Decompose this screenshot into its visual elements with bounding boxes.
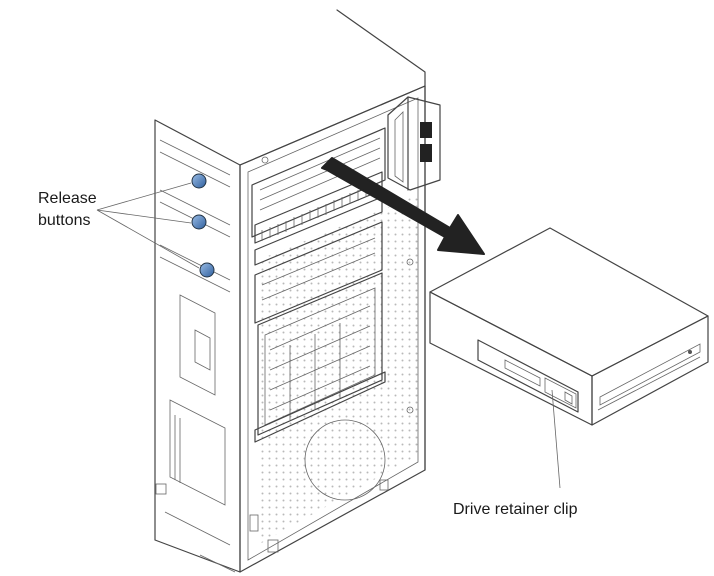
release-buttons-label-line1: Release: [38, 190, 97, 207]
optical-drive: [429, 227, 709, 426]
release-buttons-label-line2: buttons: [38, 212, 90, 229]
release-button-2: [191, 214, 207, 230]
drive-retainer-clip-label: Drive retainer clip: [453, 501, 578, 518]
callout-lines: [96, 182, 561, 489]
release-button-1: [191, 173, 207, 189]
release-button-3: [199, 262, 215, 278]
front-panel-module: [387, 96, 441, 191]
server-chassis: [154, 9, 426, 573]
release-buttons: [191, 173, 215, 278]
removal-arrow: [321, 157, 485, 255]
